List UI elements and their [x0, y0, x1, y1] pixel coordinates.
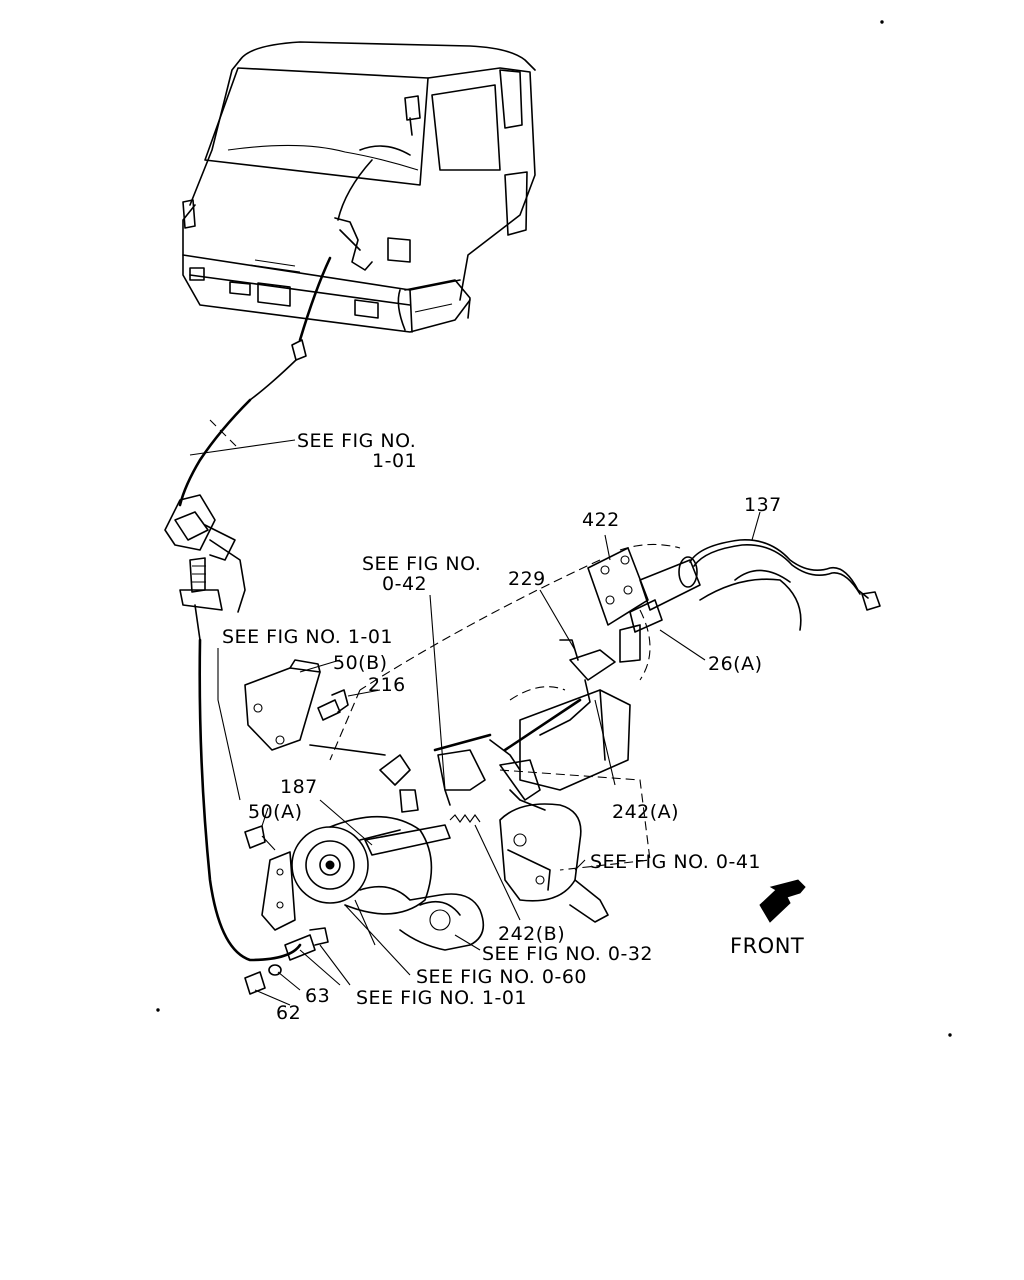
label-see-fig-0-42-line2: 0-42: [382, 573, 427, 595]
label-part-26a: 26(A): [708, 653, 763, 675]
label-part-50a: 50(A): [248, 801, 303, 823]
label-see-fig-0-42-line1: SEE FIG NO.: [362, 553, 481, 575]
label-part-242b: 242(B): [498, 923, 565, 945]
label-part-187: 187: [280, 776, 318, 798]
scan-dot: [156, 1008, 160, 1012]
label-see-fig-1-01-bottom: SEE FIG NO. 1-01: [356, 987, 527, 1009]
bracket-50b-assembly: [244, 659, 381, 751]
label-see-fig-1-01-top-line2: 1-01: [372, 450, 417, 472]
label-see-fig-1-01-middle: SEE FIG NO. 1-01: [222, 626, 393, 648]
front-arrow-icon: [759, 879, 806, 923]
label-part-50b: 50(B): [333, 652, 388, 674]
label-see-fig-0-32: SEE FIG NO. 0-32: [482, 943, 653, 965]
label-see-fig-1-01-top-line1: SEE FIG NO.: [297, 430, 416, 452]
label-part-422: 422: [582, 509, 620, 531]
label-part-63: 63: [305, 985, 330, 1007]
clutch-cylinder-assembly: [329, 511, 881, 761]
label-part-62: 62: [276, 1002, 301, 1024]
transmission-linkage-assembly: [309, 594, 651, 923]
truck-cab-illustration: [182, 41, 536, 401]
callout-labels: SEE FIG NO. 1-01 422 137 SEE FIG NO. 0-4…: [222, 430, 804, 1024]
alternator-assembly: [244, 799, 485, 1006]
label-part-229: 229: [508, 568, 546, 590]
scan-dot: [948, 1033, 952, 1037]
label-part-242a: 242(A): [612, 801, 679, 823]
label-part-216: 216: [368, 674, 406, 696]
label-see-fig-0-41: SEE FIG NO. 0-41: [590, 851, 761, 873]
clutch-cable-assembly: [164, 398, 302, 962]
label-part-137: 137: [744, 494, 782, 516]
label-see-fig-0-60: SEE FIG NO. 0-60: [416, 966, 587, 988]
label-front: FRONT: [730, 934, 804, 958]
scan-dot: [880, 20, 884, 24]
